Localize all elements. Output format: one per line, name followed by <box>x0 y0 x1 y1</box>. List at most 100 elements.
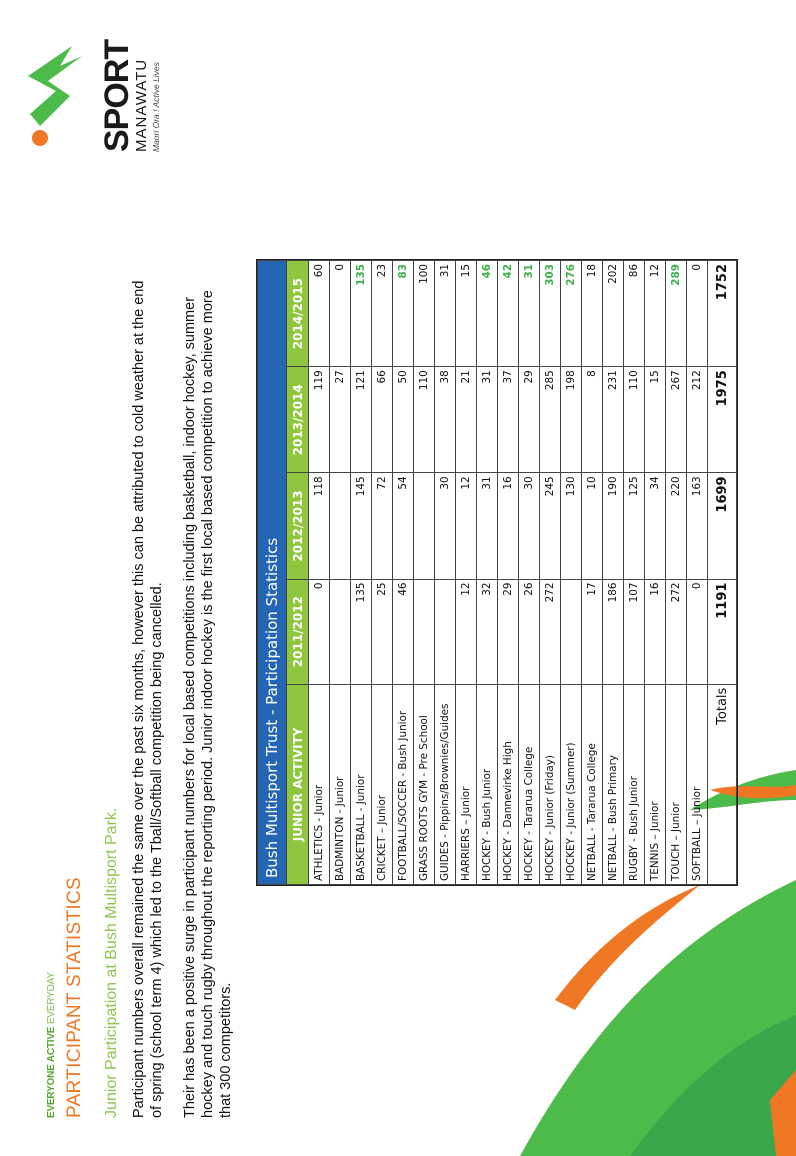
value-cell: 145 <box>350 472 372 580</box>
value-cell: 42 <box>497 260 519 367</box>
value-cell: 26 <box>518 579 540 685</box>
value-cell: 272 <box>665 579 687 685</box>
value-cell: 289 <box>665 260 687 367</box>
value-cell: 245 <box>539 472 561 580</box>
sport-manawatu-logo: SPORT MANAWATU Maori Ora ! Active Lives <box>20 26 170 166</box>
value-cell: 135 <box>350 260 372 367</box>
leaf-shape <box>770 1070 796 1156</box>
value-cell: 29 <box>518 366 540 473</box>
value-cell: 54 <box>392 472 414 580</box>
value-cell: 212 <box>686 366 708 473</box>
value-cell: 163 <box>686 472 708 580</box>
column-header: 2013/2014 <box>286 366 309 473</box>
value-cell: 21 <box>455 366 477 473</box>
activity-cell: BASKETBALL - Junior <box>350 684 372 885</box>
value-cell: 0 <box>686 260 708 367</box>
value-cell: 190 <box>602 472 624 580</box>
column-header: JUNIOR ACTIVITY <box>286 684 309 885</box>
activity-cell: ATHLETICS - Junior <box>308 684 330 885</box>
totals-label: Totals <box>707 684 737 885</box>
activity-cell: CRICKET – Junior <box>371 684 393 885</box>
participation-table-wrapper: Bush Multisport Trust - Participation St… <box>256 259 738 886</box>
value-cell: 121 <box>350 366 372 473</box>
value-cell: 31 <box>476 366 498 473</box>
value-cell: 107 <box>623 579 645 685</box>
activity-cell: HOCKEY - Tararua College <box>518 684 540 885</box>
value-cell: 46 <box>392 579 414 685</box>
total-value: 1975 <box>707 366 737 473</box>
value-cell: 276 <box>560 260 582 367</box>
activity-cell: HOCKEY - Dannevirke High <box>497 684 519 885</box>
value-cell: 30 <box>434 472 456 580</box>
value-cell: 23 <box>371 260 393 367</box>
column-header: 2014/2015 <box>286 260 309 367</box>
total-value: 1699 <box>707 472 737 580</box>
activity-cell: NETBALL - Bush Primary <box>602 684 624 885</box>
value-cell: 30 <box>518 472 540 580</box>
value-cell: 110 <box>413 366 435 473</box>
column-header: 2011/2012 <box>286 579 309 685</box>
value-cell: 66 <box>371 366 393 473</box>
activity-cell: HARRIERS – Junior <box>455 684 477 885</box>
value-cell <box>329 579 351 685</box>
logo-mark-icon <box>28 46 82 146</box>
value-cell: 32 <box>476 579 498 685</box>
paragraph-surge: Their has been a positive surge in parti… <box>182 290 234 1118</box>
value-cell: 50 <box>392 366 414 473</box>
value-cell: 37 <box>497 366 519 473</box>
value-cell: 119 <box>308 366 330 473</box>
value-cell: 31 <box>518 260 540 367</box>
page-subtitle: Junior Participation at Bush Multisport … <box>103 807 120 1118</box>
value-cell: 118 <box>308 472 330 580</box>
value-cell: 31 <box>476 472 498 580</box>
value-cell: 10 <box>581 472 603 580</box>
value-cell: 130 <box>560 472 582 580</box>
value-cell: 18 <box>581 260 603 367</box>
tagline-light: EVERYDAY <box>46 972 57 1027</box>
value-cell: 285 <box>539 366 561 473</box>
total-value: 1191 <box>707 579 737 685</box>
paragraph-summary: Participant numbers overall remained the… <box>131 280 165 1118</box>
value-cell: 231 <box>602 366 624 473</box>
value-cell: 31 <box>434 260 456 367</box>
value-cell: 16 <box>644 579 666 685</box>
activity-cell: GUIDES - Pippins/Brownies/Guides <box>434 684 456 885</box>
activity-cell: HOCKEY - Junior (Summer) <box>560 684 582 885</box>
value-cell: 8 <box>581 366 603 473</box>
activity-cell: TENNIS – Junior <box>644 684 666 885</box>
activity-cell: HOCKEY - Junior (Friday) <box>539 684 561 885</box>
page-title: PARTICIPANT STATISTICS <box>64 877 85 1118</box>
value-cell: 83 <box>392 260 414 367</box>
value-cell: 220 <box>665 472 687 580</box>
value-cell: 12 <box>455 579 477 685</box>
value-cell: 60 <box>308 260 330 367</box>
value-cell: 34 <box>644 472 666 580</box>
activity-cell: RUGBY - Bush Junior <box>623 684 645 885</box>
activity-cell: HOCKEY - Bush Junior <box>476 684 498 885</box>
value-cell: 38 <box>434 366 456 473</box>
activity-cell: GRASS ROOTS GYM - Pre School <box>413 684 435 885</box>
value-cell <box>329 472 351 580</box>
value-cell: 15 <box>455 260 477 367</box>
value-cell: 17 <box>581 579 603 685</box>
logo-sport-text: SPORT <box>98 39 136 152</box>
value-cell: 12 <box>455 472 477 580</box>
